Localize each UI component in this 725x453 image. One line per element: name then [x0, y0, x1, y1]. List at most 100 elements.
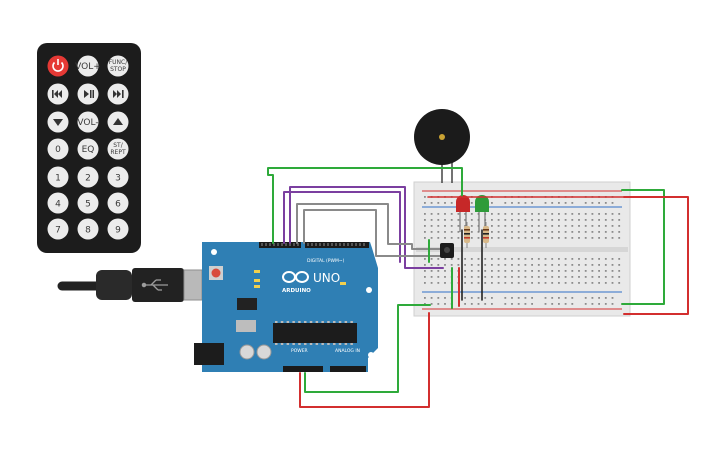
breadboard-hole [511, 225, 513, 227]
analog-header [330, 366, 366, 372]
breadboard-hole [564, 237, 567, 239]
breadboard-hole [424, 258, 426, 260]
breadboard-hole [584, 213, 587, 215]
eq-button[interactable]: EQ [77, 138, 99, 160]
breadboard-hole [491, 276, 493, 278]
breadboard-hole [584, 258, 587, 260]
play-pause-button[interactable] [77, 83, 99, 105]
breadboard-hole [558, 202, 560, 204]
breadboard-hole [598, 258, 600, 260]
breadboard-hole [470, 270, 473, 272]
wire-purple-1 [289, 186, 444, 269]
breadboard-hole [591, 258, 594, 260]
breadboard-hole [558, 258, 560, 260]
digit-button-5[interactable]: 5 [77, 192, 99, 214]
digit-button-8[interactable]: 8 [77, 218, 99, 240]
breadboard-hole [491, 237, 493, 239]
breadboard-hole [437, 276, 440, 278]
reset-button[interactable] [209, 266, 223, 280]
breadboard-hole [517, 202, 520, 204]
power-button[interactable] [47, 55, 69, 77]
breadboard-hole [598, 219, 600, 221]
breadboard-hole [604, 231, 607, 233]
digit-button-6[interactable]: 6 [107, 192, 129, 214]
breadboard-hole [544, 225, 547, 227]
fast-forward-button[interactable] [107, 83, 129, 105]
chip-leg [344, 343, 348, 345]
power-icon [52, 59, 64, 72]
digit-button-4[interactable]: 4 [47, 192, 69, 214]
digit-button-9[interactable]: 9 [107, 218, 129, 240]
breadboard-hole [564, 202, 567, 204]
breadboard-hole [444, 231, 446, 233]
breadboard-hole [470, 225, 473, 227]
st-rept-button[interactable]: ST/ REPT [107, 138, 129, 160]
breadboard-hole [591, 270, 594, 272]
digit-label: 5 [85, 200, 91, 210]
breadboard-hole [430, 225, 433, 227]
breadboard-hole [544, 231, 547, 233]
breadboard-hole [437, 270, 440, 272]
breadboard-hole [477, 270, 480, 272]
breadboard-hole [578, 237, 580, 239]
breadboard-hole [430, 213, 433, 215]
breadboard-hole [531, 231, 533, 233]
breadboard-hole [470, 258, 473, 260]
breadboard-hole [497, 231, 500, 233]
breadboard-hole [437, 213, 440, 215]
func-stop-label-bottom: STOP [110, 66, 126, 73]
zero-label: 0 [55, 145, 61, 155]
breadboard-hole [531, 213, 533, 215]
vol-down-button[interactable]: VOL- [77, 111, 99, 133]
chip-leg [309, 343, 313, 345]
breadboard-hole [470, 202, 473, 204]
header-pin [307, 243, 309, 246]
up-button[interactable] [107, 111, 129, 133]
header-pin [261, 243, 263, 246]
digit-button-1[interactable]: 1 [47, 166, 69, 188]
vol-up-button[interactable]: VOL+ [75, 55, 101, 77]
breadboard-hole [464, 219, 466, 221]
breadboard-hole [618, 213, 621, 215]
chip-leg [298, 343, 301, 345]
zero-button[interactable]: 0 [47, 138, 69, 160]
breadboard-hole [537, 237, 540, 239]
breadboard-hole [584, 225, 587, 227]
digit-button-7[interactable]: 7 [47, 218, 69, 240]
play-pause-icon [84, 90, 94, 98]
breadboard-hole [571, 270, 574, 272]
breadboard-hole [477, 276, 480, 278]
breadboard-hole [444, 237, 446, 239]
breadboard-hole [611, 213, 614, 215]
breadboard-hole [551, 282, 554, 284]
breadboard-hole [491, 219, 493, 221]
digit-button-3[interactable]: 3 [107, 166, 129, 188]
digit-button-2[interactable]: 2 [77, 166, 99, 188]
breadboard-hole [450, 213, 453, 215]
breadboard-hole [450, 231, 453, 233]
chip-leg [286, 343, 290, 345]
breadboard-hole [531, 276, 533, 278]
down-button[interactable] [47, 111, 69, 133]
breadboard-hole [564, 225, 567, 227]
breadboard-hole [524, 303, 527, 305]
arduino-logo-text: ARDUINO [282, 288, 311, 294]
chip-leg [292, 343, 295, 345]
breadboard-hole [437, 202, 440, 204]
rewind-button[interactable] [47, 83, 69, 105]
breadboard-hole [611, 219, 614, 221]
breadboard-hole [430, 231, 433, 233]
wire-green-gnd-top [267, 167, 463, 244]
breadboard-hole [531, 225, 533, 227]
breadboard-hole [497, 213, 500, 215]
header-pin [269, 243, 271, 246]
breadboard-hole [484, 297, 487, 299]
breadboard-hole [531, 303, 533, 305]
header-pin [339, 243, 341, 246]
breadboard-hole [611, 237, 614, 239]
func-stop-button[interactable]: FUNC/ STOP [107, 55, 129, 77]
breadboard-hole [457, 219, 460, 221]
breadboard-hole [457, 264, 460, 266]
resistor-1 [464, 222, 470, 248]
